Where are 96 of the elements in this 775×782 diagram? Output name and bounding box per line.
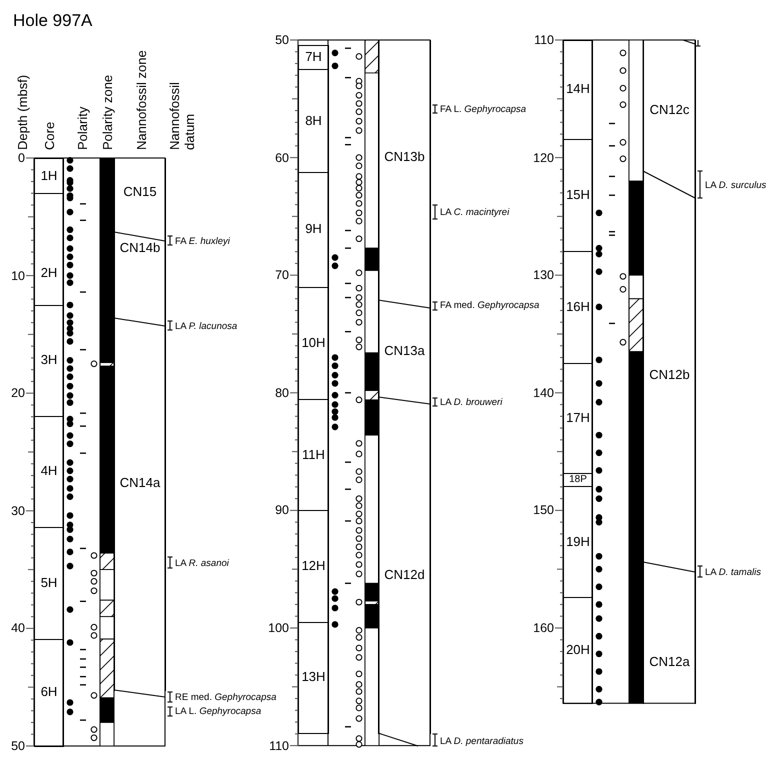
column-header: Depth (mbsf) <box>14 74 30 150</box>
core-label: 5H <box>40 575 58 592</box>
depth-tick-label: 130 <box>532 268 554 282</box>
depth-tick-label: 160 <box>532 621 554 635</box>
column-header: Polarity zone <box>100 74 114 150</box>
core-interval-box <box>298 622 329 734</box>
core-label: 4H <box>40 463 58 480</box>
core-interval-box <box>34 416 64 528</box>
core-interval-box <box>34 158 64 194</box>
zone-label: CN12a <box>648 654 691 670</box>
core-interval-box <box>34 527 64 640</box>
depth-tick-label: 60 <box>274 150 289 165</box>
core-label: 18P <box>568 474 588 485</box>
depth-tick-label: 90 <box>274 503 289 518</box>
zone-label: CN12d <box>383 567 426 584</box>
depth-tick-label: 0 <box>17 151 25 165</box>
core-interval-box <box>298 286 329 400</box>
zone-label: CN13b <box>383 148 426 165</box>
zone-label: CN14b <box>118 240 162 256</box>
core-interval-box <box>298 44 329 70</box>
core-label: 9H <box>304 221 323 238</box>
core-interval-box <box>563 250 593 364</box>
core-label: 14H <box>565 81 591 98</box>
core-interval-box <box>563 486 593 598</box>
nannofossil-zone-band <box>114 319 166 691</box>
column-header: Nannofossil zone <box>134 50 148 150</box>
core-label: 13H <box>300 669 326 686</box>
depth-tick-label: 10 <box>10 268 25 283</box>
core-label: 3H <box>40 352 58 368</box>
nannofossil-zone-band <box>378 300 431 398</box>
datum-label: RE med. Gephyrocapsa <box>175 692 276 702</box>
core-label: 10H <box>300 334 326 351</box>
core-label: 8H <box>304 112 323 129</box>
datum-label: LA D. pentaradiatus <box>440 736 524 746</box>
depth-tick-label: 110 <box>533 33 554 47</box>
nannofossil-zone-band <box>114 158 166 234</box>
datum-label: LA D. brouweri <box>440 396 502 408</box>
datum-label: LA D. tamalis <box>705 566 761 578</box>
core-interval-box <box>34 638 64 747</box>
zone-label: CN12b <box>648 367 691 384</box>
depth-tick-label: 100 <box>267 621 289 635</box>
core-interval-box <box>298 398 329 512</box>
title: Hole 997A <box>13 11 92 31</box>
depth-tick-label: 50 <box>10 739 25 753</box>
nannofossil-zone-band <box>643 40 696 172</box>
zone-label: CN13a <box>383 342 426 359</box>
depth-tick-label: 110 <box>268 738 289 753</box>
depth-tick-label: 120 <box>532 150 554 165</box>
depth-tick-label: 30 <box>10 504 25 518</box>
core-label: 15H <box>565 186 591 203</box>
core-interval-box <box>298 69 329 173</box>
zone-label: CN12c <box>648 102 690 118</box>
core-label: 11H <box>301 446 326 463</box>
core-interval-box <box>563 363 593 474</box>
depth-tick-label: 50 <box>274 33 289 47</box>
column-header: Nannofossil datum <box>167 81 197 150</box>
nannofossil-zone-band <box>643 562 696 704</box>
core-label: 2H <box>40 265 58 282</box>
column-header: Core <box>42 122 56 150</box>
core-label: 16H <box>565 298 591 315</box>
depth-tick-label: 140 <box>532 386 554 400</box>
depth-tick-label: 40 <box>10 621 25 636</box>
core-label: 1H <box>40 168 58 184</box>
zone-label: CN14a <box>118 474 162 491</box>
datum-label: LA C. macintyrei <box>440 206 510 218</box>
core-label: 7H <box>304 49 323 66</box>
datum-label: FA L. Gephyrocapsa <box>440 104 526 114</box>
core-interval-box <box>563 472 593 488</box>
core-interval-box <box>563 597 593 704</box>
depth-tick-label: 70 <box>274 268 289 282</box>
nannofossil-zone-band <box>114 232 166 320</box>
datum-label: LA R. asanoi <box>175 558 229 568</box>
core-label: 6H <box>40 684 58 700</box>
datum-label: LA P. lacunosa <box>175 320 238 332</box>
core-interval-box <box>34 193 64 306</box>
core-interval-box <box>563 138 593 252</box>
datum-label: FA med. Gephyrocapsa <box>440 300 540 310</box>
datum-label: FA E. huxleyi <box>175 236 230 246</box>
core-interval-box <box>298 510 329 624</box>
core-label: 17H <box>565 410 591 426</box>
column-header: Polarity <box>74 106 90 150</box>
core-label: 19H <box>565 534 591 550</box>
nannofossil-zone-band <box>378 40 431 301</box>
core-label: 20H <box>565 642 591 658</box>
datum-label: LA D. surculus <box>705 180 766 190</box>
depth-tick-label: 80 <box>274 386 289 400</box>
nannofossil-zone-band <box>643 170 696 564</box>
core-interval-box <box>298 172 329 288</box>
depth-tick-label: 150 <box>532 503 554 518</box>
nannofossil-zone-band <box>378 396 431 734</box>
core-label: 12H <box>300 558 326 574</box>
zone-label: CN15 <box>122 184 158 200</box>
datum-label: LA L. Gephyrocapsa <box>175 706 262 716</box>
depth-tick-label: 20 <box>10 386 25 400</box>
core-interval-box <box>34 305 64 417</box>
core-interval-box <box>563 40 593 140</box>
